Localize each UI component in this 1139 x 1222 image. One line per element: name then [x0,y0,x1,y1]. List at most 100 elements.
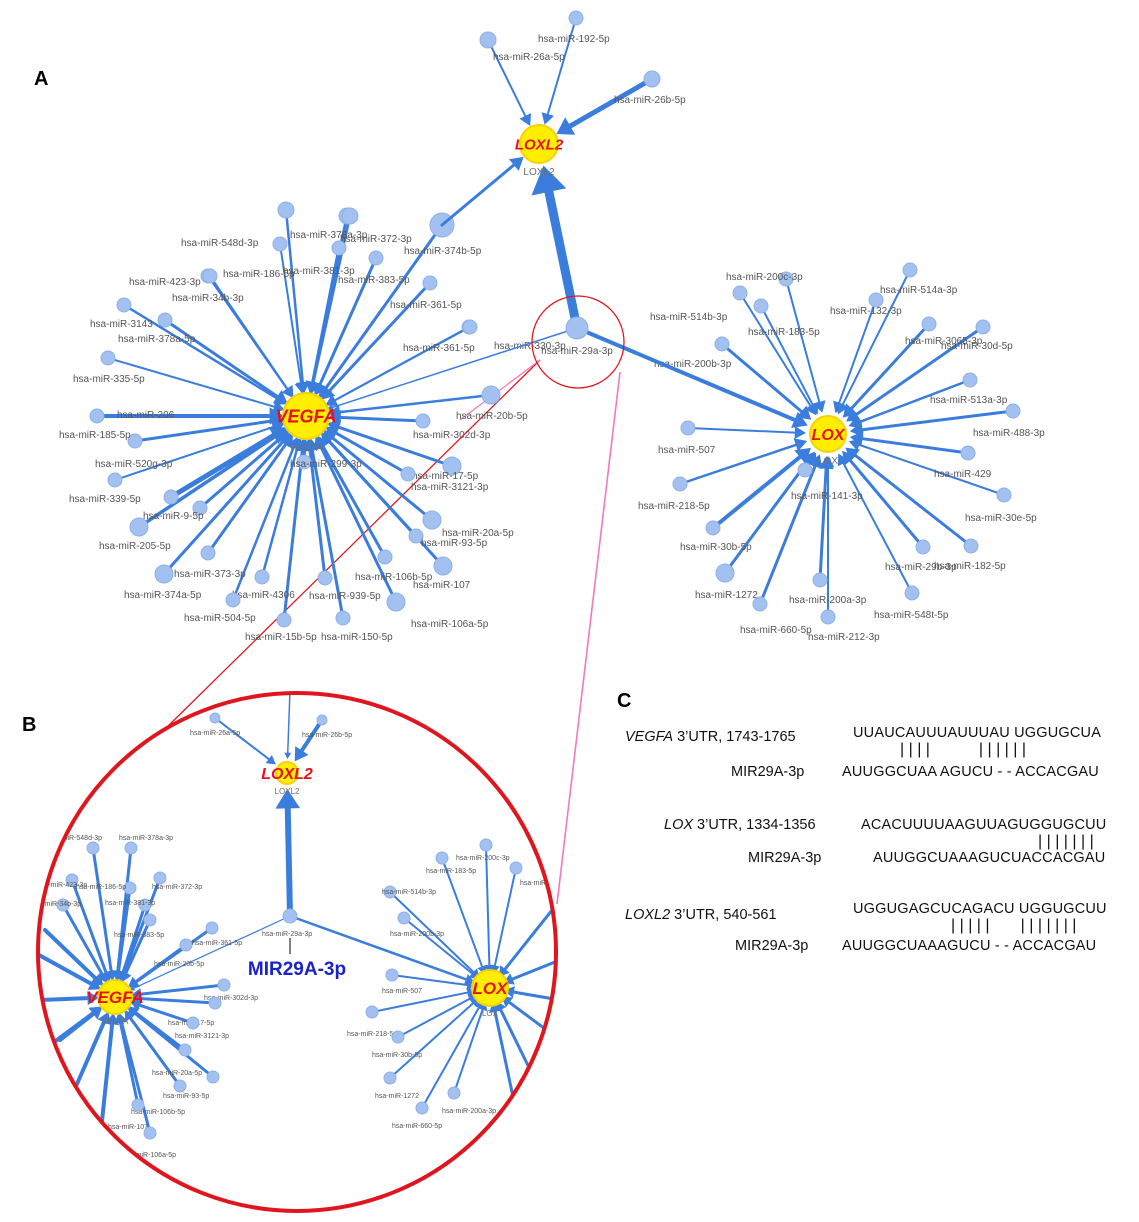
zoom-loxl2-mir-2-edge [299,718,324,753]
lox-mir-23-node [820,609,836,625]
zoom-lox-mir-7-edge [371,991,469,1013]
zoom-vegfa-mir-18-label: hsa-miR-106a-5p [122,1152,176,1159]
vegfa-mir-19-label: hsa-miR-302d-3p [413,430,491,441]
vegfa-mir-19-node [415,413,431,429]
lox-mir-19-edge [723,460,809,575]
hub-to-loxl2-edge-arrowhead [531,165,567,196]
vegfa-mir-15-node [100,350,116,366]
vegfa-mir-12-node [157,312,173,328]
zoom-vegfa-extra-7-edge [38,1011,95,1062]
vegfa-mir-4-edge [324,223,444,390]
zoom-vegfa-mir-16-edge [128,1016,182,1088]
lox-mir-10-node [1005,403,1021,419]
lox-mir-18-label: hsa-miR-29b-3p [885,562,957,573]
zoom-vegfa-mir-3-edge [70,878,108,974]
lox-mir-1-node [778,271,794,287]
vegfa-mir-37-edge-arrowhead [294,437,310,452]
lox-mir-11-node [680,420,696,436]
zoom-vegfa-mir-10-node [179,938,193,952]
vegfa-mir-22-edge [337,425,454,468]
zoom-vegfa-mir-3-node [65,873,79,887]
zoom-vegfa-mir-6-label: hsa-miR-34b-3p [31,901,81,908]
loxl2-gene-b-node [275,761,299,785]
zoom-lox-mir-8-label: hsa-miR-30b-5p [372,1052,422,1059]
lox-mir-22-edge [758,464,817,606]
lox-mir-16-edge [711,455,802,530]
zoom-vegfa-mir-10-edge-arrowhead [127,976,140,988]
zoom-vegfa-mir-17-edge [118,1021,140,1107]
vegfa-utr-region: 3’UTR, 1743-1765 [673,729,796,745]
loxl2-gene-a-sublabel: LOXL2 [523,167,555,178]
vegfa-mir-23-node [400,466,416,482]
vegfa-mir-15-label: hsa-miR-335-5p [73,374,145,385]
vegfa-mir-35-edge [319,445,398,604]
zoom-lox-mir-2-node [383,885,397,899]
vegfa-mir-12-label: hsa-miR-378a-5p [118,334,196,345]
vegfa-mir-8-edge [318,256,378,386]
zoom-line-right [556,371,621,905]
lox-mir-7-edge [855,325,985,416]
vegfa-mir-38-label: hsa-miR-150-5p [321,632,393,643]
zoom-vegfa-mir-18-node [143,1126,157,1140]
loxl2-utr-region: 3’UTR, 540-561 [670,907,777,923]
lox-mir-15-edge-arrowhead [848,438,862,451]
vegfa-mir-11-edge [122,303,279,400]
vegfa-mir-36-node [225,592,241,608]
vegfa-mir-23-edge [334,431,410,476]
vegfa-mir-3-node [341,207,359,225]
zoom-lox-mir-3-label: hsa-miR-183-5p [426,868,476,875]
zoom-vegfa-mir-13-label: hsa-miR-3121-3p [175,1033,229,1040]
zoom-vegfa-mir-10-label: hsa-miR-20b-5p [154,961,204,968]
lox-mir-16-label: hsa-miR-30b-5p [680,542,752,553]
lox-mir-23-edge-arrowhead [821,456,835,468]
vegfa-mir-20-edge [114,425,276,481]
zoom-vegfa-mir-15-edge-arrowhead [127,1007,140,1019]
lox-mir-4-label: hsa-miR-183-5p [748,327,820,338]
zoom-vegfa-mir-7-label: hsa-miR-381-3p [105,900,155,907]
lox-mir-22-node [752,596,768,612]
loxl2-mir-1-node [479,31,497,49]
vegfa-mir-4-label: hsa-miR-374b-5p [404,246,482,257]
zoom-lox-extra-6-edge [511,958,556,981]
vegfa-mir-6-edge-arrowhead [294,382,308,395]
zoom-vegfa-extra-1-edge [38,948,93,986]
zoom-vegfa-mir-9-node [205,921,219,935]
lox-mir-10-edge [861,409,1015,432]
vegfa-mir-14-edge [334,326,471,402]
vegfa-mir-38-node [335,610,351,626]
lox-mir-6-edge [850,322,931,410]
zoom-line-left [161,359,541,733]
loxl2-mir-1-edge [487,39,527,117]
zoom-vegfa-mir-6-edge-arrowhead [96,971,108,984]
zoom-hub-to-loxl2-edge-arrowhead [275,788,301,809]
lox-mir-7-node [975,319,991,335]
zoom-lox-mir-9-node [383,1071,397,1085]
vegfa-mir-1-node [277,201,295,219]
panel-label-a: A [34,68,49,90]
vegfa-mir-2-label: hsa-miR-378a-3p [290,230,368,241]
zoom-loxl2-mir-2-node [316,714,328,726]
zoom-vegfa-mir-6-node [56,898,70,912]
lox-mir-1-label: hsa-miR-200c-3p [726,272,803,283]
vegfa-target-seq: UUAUCAUUUAUUUAU UGGUGCUA [853,725,1102,741]
vegfa-mir-37-edge [282,449,304,622]
vegfa-mir-9-edge [209,275,289,390]
vegfa-mir-33-node [254,569,270,585]
vegfa-mir-30-label: hsa-miR-107 [413,580,471,591]
lox-mir-seq: AUUGGCUAAAGUCUACCACGAU [873,850,1106,866]
lox-mir-6-label: hsa-miR-3065-3p [905,336,983,347]
loxl2-gene-b-sublabel: LOXL2 [275,787,300,796]
loxl2-mir-2-label: hsa-miR-192-5p [538,34,610,45]
lox-mir-22-edge-arrowhead [808,454,823,470]
lox-gene-a-sublabel: LOX [818,456,838,467]
zoom-loxl2-mir-2-edge-arrowhead [294,746,309,762]
zoom-vegfa-extra-2-edge [38,996,90,1002]
lox-mir-18-node [915,539,931,555]
vegfa-mir-10-label: hsa-miR-361-5p [390,300,462,311]
zoom-vegfa-mir-11-node [217,978,231,992]
lox-mir-23-label: hsa-miR-212-3p [808,632,880,643]
lox-mir-13-node [797,462,813,478]
vegfa-mir-32-node [154,564,174,584]
zoom-vegfa-mir-9-label: hsa-miR-361-5p [192,940,242,947]
